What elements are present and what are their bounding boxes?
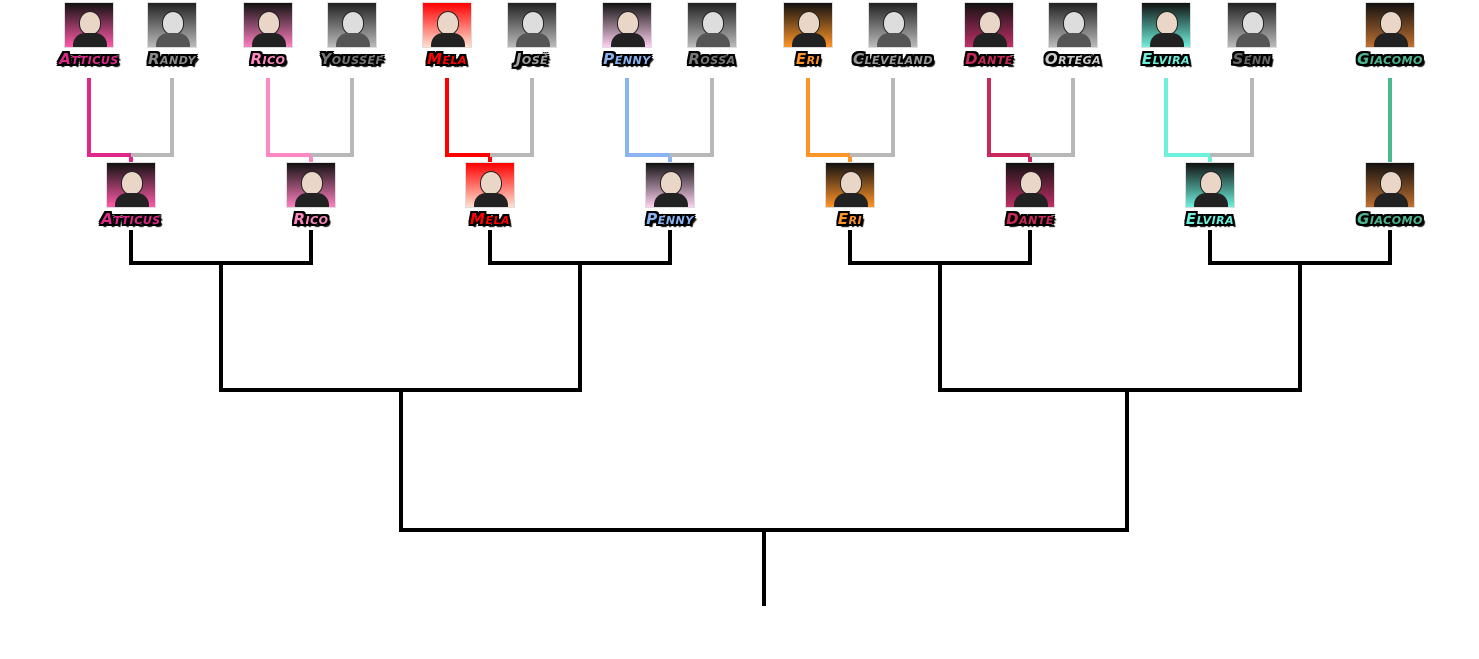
contestant-avatar bbox=[243, 2, 293, 48]
portrait-body bbox=[834, 193, 868, 207]
portrait-body bbox=[115, 193, 149, 207]
contestant-name: Eri bbox=[837, 210, 863, 228]
contestant-name: Randy bbox=[147, 50, 197, 68]
contestant-name: Elvira bbox=[1141, 50, 1191, 68]
contestant-avatar bbox=[1141, 2, 1191, 48]
contestant-name: Dante bbox=[1006, 210, 1054, 228]
portrait-body bbox=[1057, 33, 1091, 47]
contestant-avatar bbox=[964, 2, 1014, 48]
portrait-head bbox=[702, 11, 724, 35]
contestant-name: Rico bbox=[250, 50, 286, 68]
contestant-avatar bbox=[1185, 162, 1235, 208]
contestant-avatar bbox=[868, 2, 918, 48]
contestant-avatar bbox=[422, 2, 472, 48]
portrait-head bbox=[660, 171, 682, 195]
contestant-name: Youssef bbox=[320, 50, 384, 68]
portrait-body bbox=[1374, 33, 1408, 47]
portrait-body bbox=[654, 193, 688, 207]
contestant-name: Cleveland bbox=[853, 50, 933, 68]
portrait-body bbox=[252, 33, 286, 47]
portrait-body bbox=[1194, 193, 1228, 207]
portrait-head bbox=[883, 11, 905, 35]
contestant-avatar bbox=[147, 2, 197, 48]
portrait-body bbox=[474, 193, 508, 207]
portrait-head bbox=[258, 11, 280, 35]
contestant-avatar bbox=[106, 162, 156, 208]
contestant-name: Atticus bbox=[59, 50, 119, 68]
portrait-head bbox=[840, 171, 862, 195]
contestant-name: Ortega bbox=[1044, 50, 1102, 68]
portrait-body bbox=[431, 33, 465, 47]
portrait-body bbox=[1014, 193, 1048, 207]
contestant-avatar bbox=[645, 162, 695, 208]
portrait-head bbox=[1380, 171, 1402, 195]
portrait-body bbox=[156, 33, 190, 47]
portrait-head bbox=[79, 11, 101, 35]
contestant-avatar bbox=[825, 162, 875, 208]
contestant-name: Dante bbox=[965, 50, 1013, 68]
contestant-name: Giacomo bbox=[1357, 210, 1423, 228]
portrait-body bbox=[516, 33, 550, 47]
portrait-head bbox=[1063, 11, 1085, 35]
portrait-head bbox=[1020, 171, 1042, 195]
contestant-name: Penny bbox=[603, 50, 651, 68]
portrait-head bbox=[1380, 11, 1402, 35]
contestant-avatar bbox=[687, 2, 737, 48]
portrait-body bbox=[611, 33, 645, 47]
contestant-name: Rico bbox=[293, 210, 329, 228]
contestant-name: Eri bbox=[795, 50, 821, 68]
contestant-avatar bbox=[507, 2, 557, 48]
contestant-name: José bbox=[515, 50, 549, 68]
contestant-name: Elvira bbox=[1185, 210, 1235, 228]
contestant-avatar bbox=[327, 2, 377, 48]
portrait-body bbox=[1150, 33, 1184, 47]
contestant-avatar bbox=[783, 2, 833, 48]
contestant-avatar bbox=[1365, 2, 1415, 48]
contestant-name: Atticus bbox=[101, 210, 161, 228]
portrait-body bbox=[973, 33, 1007, 47]
portrait-head bbox=[480, 171, 502, 195]
portrait-head bbox=[1156, 11, 1178, 35]
contestant-avatar bbox=[1227, 2, 1277, 48]
contestant-name: Giacomo bbox=[1357, 50, 1423, 68]
contestant-avatar bbox=[1048, 2, 1098, 48]
portrait-body bbox=[1374, 193, 1408, 207]
portrait-head bbox=[121, 171, 143, 195]
portrait-head bbox=[798, 11, 820, 35]
portrait-body bbox=[792, 33, 826, 47]
portrait-head bbox=[437, 11, 459, 35]
contestant-avatar bbox=[286, 162, 336, 208]
portrait-head bbox=[301, 171, 323, 195]
portrait-head bbox=[342, 11, 364, 35]
portrait-head bbox=[1200, 171, 1222, 195]
contestant-name: Penny bbox=[646, 210, 694, 228]
portrait-body bbox=[877, 33, 911, 47]
portrait-head bbox=[1242, 11, 1264, 35]
portrait-head bbox=[617, 11, 639, 35]
portrait-head bbox=[162, 11, 184, 35]
contestant-name: Rossa bbox=[688, 50, 736, 68]
portrait-body bbox=[295, 193, 329, 207]
portrait-head bbox=[979, 11, 1001, 35]
portrait-body bbox=[73, 33, 107, 47]
contestant-name: Mela bbox=[427, 50, 467, 68]
contestant-avatar bbox=[1005, 162, 1055, 208]
contestant-avatar bbox=[1365, 162, 1415, 208]
contestant-avatar bbox=[465, 162, 515, 208]
portrait-body bbox=[696, 33, 730, 47]
contestant-name: Senn bbox=[1232, 50, 1272, 68]
contestant-avatar bbox=[602, 2, 652, 48]
portrait-body bbox=[1236, 33, 1270, 47]
portrait-head bbox=[522, 11, 544, 35]
contestant-name: Mela bbox=[470, 210, 510, 228]
contestant-avatar bbox=[64, 2, 114, 48]
portrait-body bbox=[336, 33, 370, 47]
